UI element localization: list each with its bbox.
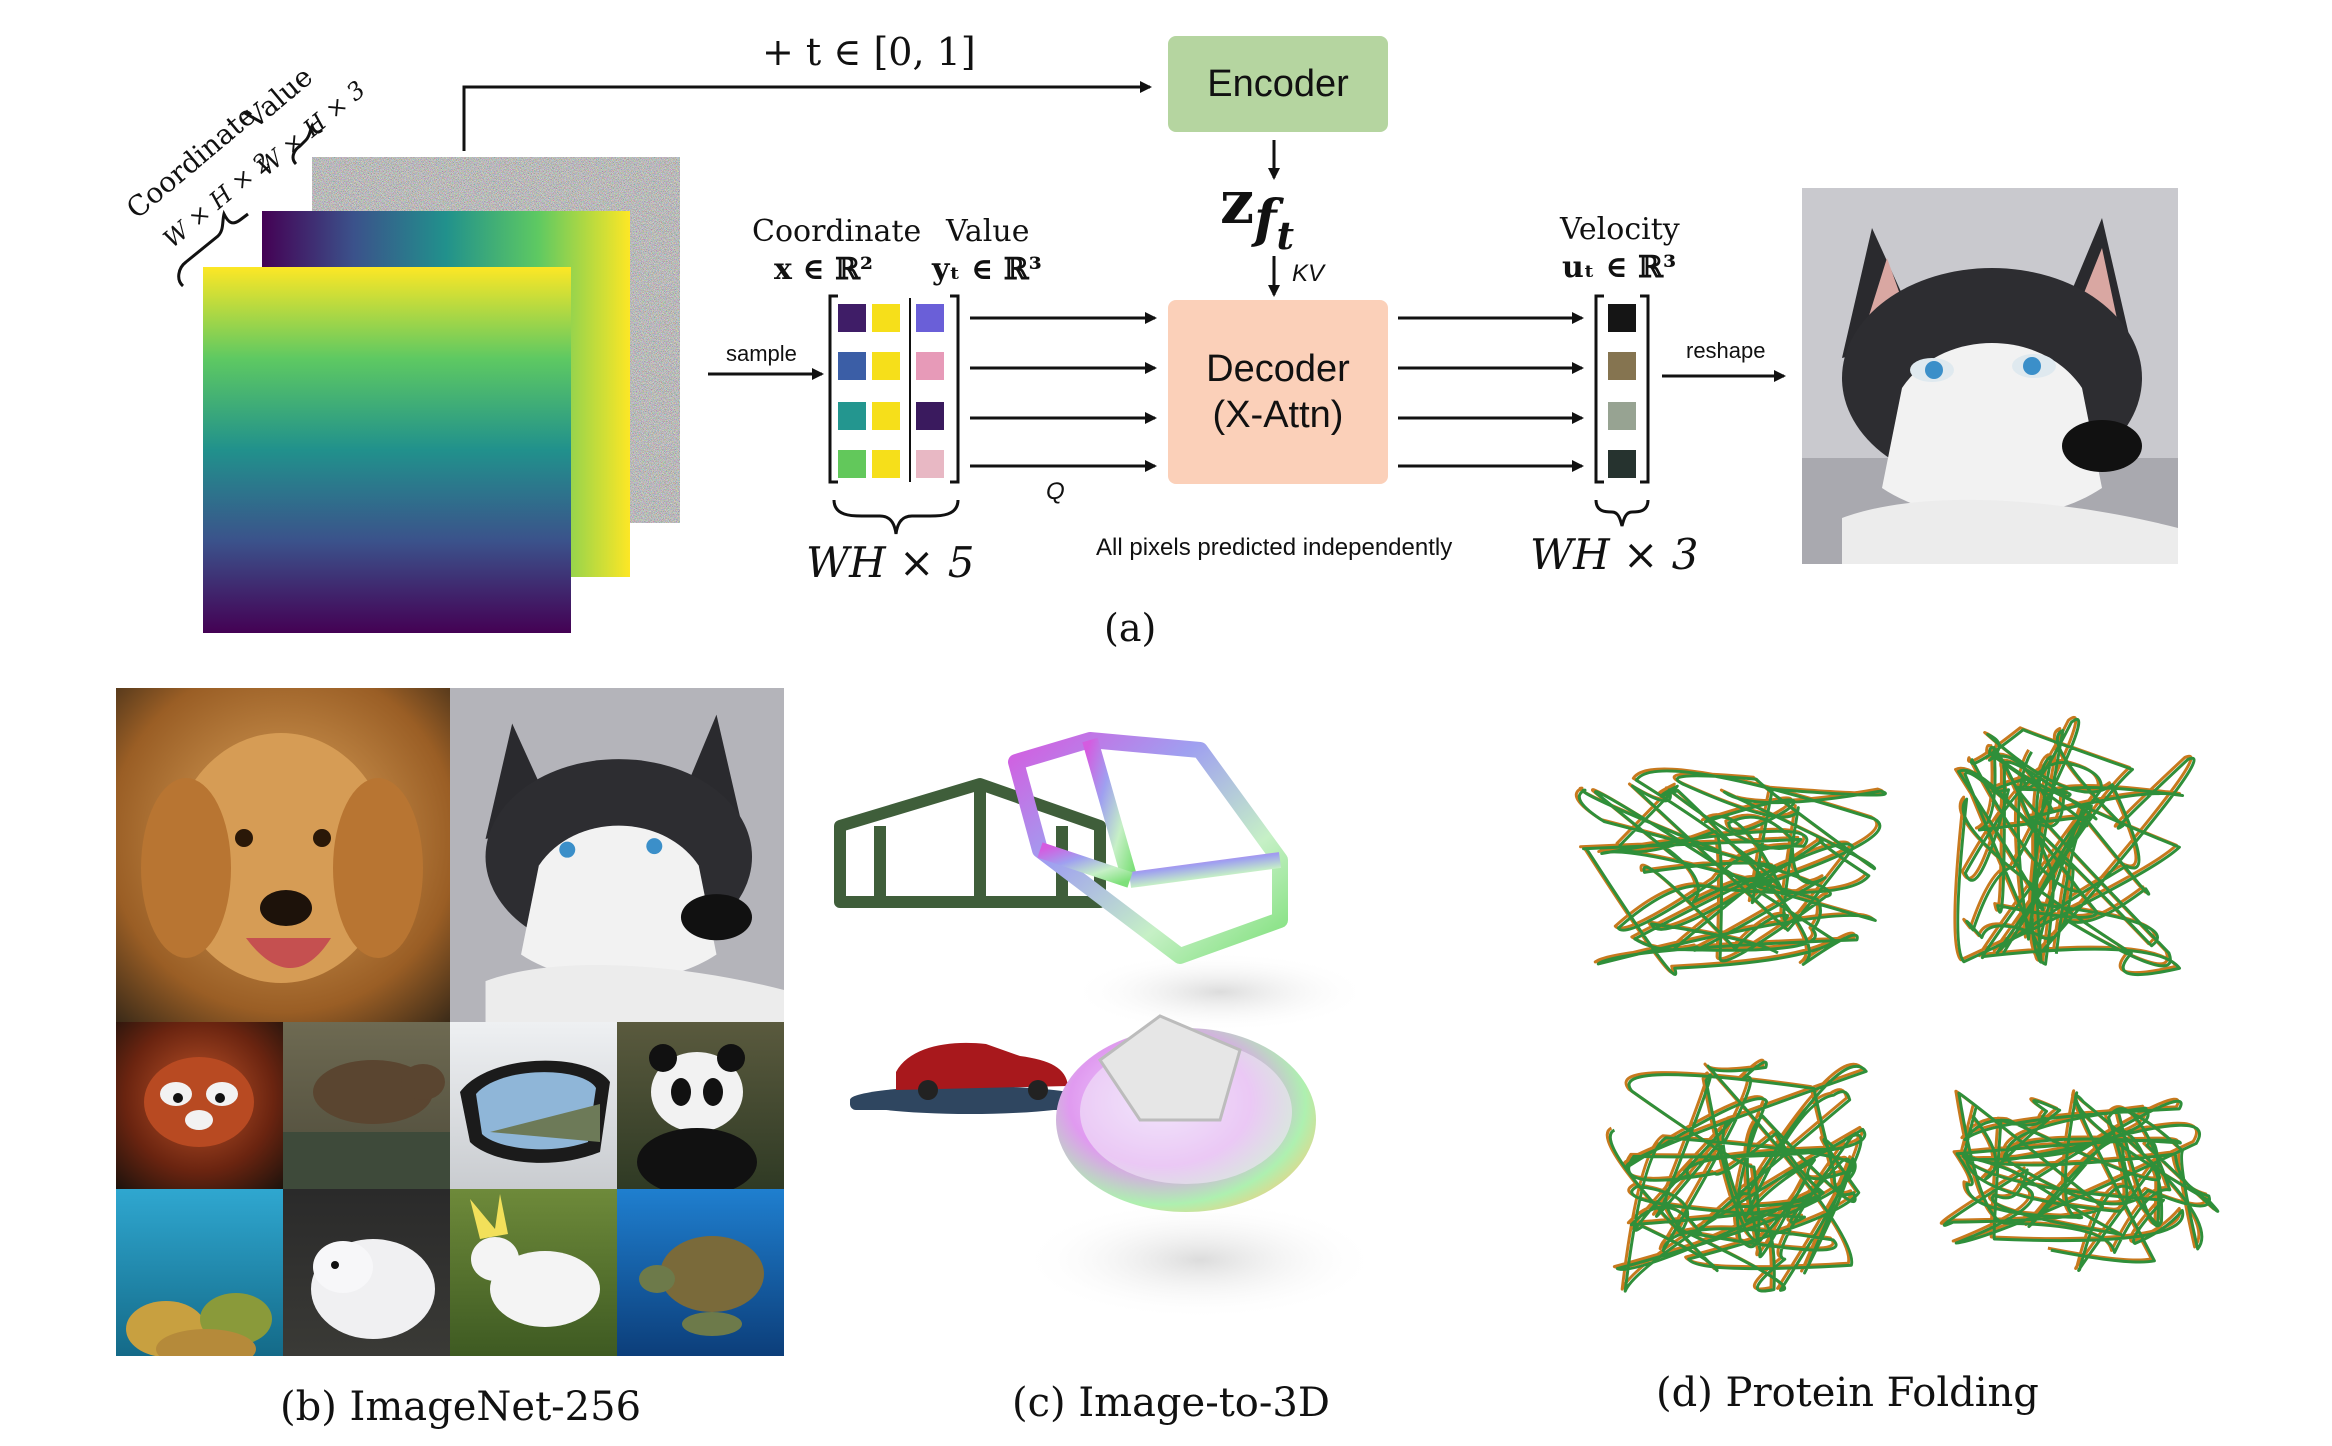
coral-illustration (126, 1293, 272, 1356)
sample-red-panda (116, 1022, 283, 1189)
turtle-illustration (639, 1236, 764, 1336)
sample-husky (450, 688, 784, 1022)
reference-structure-trace (1956, 717, 2196, 976)
car-3d-output (1056, 1014, 1316, 1212)
velocity-token (1608, 402, 1636, 430)
panel-c-caption: (c) Image-to-3D (1012, 1380, 1330, 1426)
protein-structures (1574, 715, 2220, 1293)
coord-token-b (872, 402, 900, 430)
stack-value-brace (291, 122, 324, 166)
value-token (916, 402, 944, 430)
image-to-3d-illustrations (834, 732, 1380, 1320)
coord-token-b (872, 304, 900, 332)
frame-input-image (834, 778, 1106, 908)
imagenet-grid (116, 688, 784, 1356)
sample-arctic-fox (283, 1189, 450, 1356)
input-brace (832, 499, 960, 535)
red-panda-illustration (144, 1057, 254, 1147)
output-brace (1594, 499, 1650, 527)
decoder-label-2: (X-Attn) (1212, 394, 1344, 436)
husky-illustration (1802, 188, 2178, 564)
panel-a-caption: (a) (1104, 606, 1157, 650)
otter-illustration (283, 1060, 450, 1189)
reference-structure-trace (1942, 1091, 2220, 1272)
velocity-token (1608, 450, 1636, 478)
sample-car-mirror (450, 1022, 617, 1189)
value-token (916, 450, 944, 478)
coord-token-b (872, 352, 900, 380)
output-husky-image (1802, 188, 2178, 564)
velocity-math: uₜ ∈ ℝ³ (1562, 250, 1677, 285)
kv-label: KV (1292, 260, 1325, 287)
sample-sea-turtle (617, 1189, 784, 1356)
independent-note: All pixels predicted independently (1096, 534, 1453, 561)
panel-c-caption-prefix: (c) (1012, 1380, 1066, 1426)
value-header: Value (946, 214, 1030, 249)
coord-token-a (838, 402, 866, 430)
panel-d-caption-prefix: (d) (1656, 1370, 1713, 1416)
sample-coral-reef (116, 1189, 283, 1356)
car-input-image (850, 1042, 1090, 1114)
panel-b-caption-prefix: (b) (280, 1384, 337, 1430)
retriever-illustration (141, 733, 423, 983)
latent-t: t (1276, 213, 1295, 258)
input-dim-label: WH × 5 (806, 538, 975, 587)
sample-panda (617, 1022, 784, 1189)
coord-token-a (838, 352, 866, 380)
sample-label: sample (726, 341, 797, 366)
cockatoo-illustration (470, 1194, 600, 1327)
fox-illustration (311, 1239, 435, 1339)
coord-token-a (838, 450, 866, 478)
coord-math: x ∈ ℝ² (774, 252, 874, 287)
sample-golden-retriever (116, 688, 450, 1022)
top-arrow (462, 81, 1152, 151)
coord-header: Coordinate (752, 214, 922, 249)
sample-cockatoo (450, 1189, 617, 1356)
husky-sample-illustration (450, 688, 784, 1022)
panel-d-caption: (d) Protein Folding (1656, 1370, 2039, 1416)
decoder-label-1: Decoder (1206, 348, 1350, 390)
velocity-header: Velocity (1560, 212, 1680, 247)
top-arrow-label: + t ∈ [0, 1] (762, 30, 976, 74)
panel-d-caption-text: Protein Folding (1725, 1370, 2039, 1416)
reference-structure-trace (1577, 769, 1887, 976)
sample-otter (283, 1022, 450, 1189)
mirror-illustration (460, 1060, 610, 1163)
coord-token-b (872, 450, 900, 478)
output-dim-label: WH × 3 (1530, 530, 1699, 579)
coordinate-grid-x (203, 267, 571, 633)
latent-z: z (1220, 168, 1255, 238)
panel-c-caption-text: Image-to-3D (1078, 1380, 1330, 1426)
encoder-box: Encoder (1168, 36, 1388, 132)
velocity-token (1608, 352, 1636, 380)
value-token (916, 352, 944, 380)
value-math: yₜ ∈ ℝ³ (932, 252, 1042, 287)
panel-b-caption-text: ImageNet-256 (349, 1384, 642, 1430)
panel-a-arrows (177, 81, 1786, 535)
coord-token-a (838, 304, 866, 332)
latent-f: f (1254, 189, 1277, 250)
latent-symbol: zft (1220, 168, 1294, 258)
decoder-box: Decoder (X-Attn) (1168, 300, 1388, 484)
value-token (916, 304, 944, 332)
velocity-token (1608, 304, 1636, 332)
frame-3d-output (1008, 732, 1288, 964)
panda-illustration (637, 1044, 757, 1189)
reshape-label: reshape (1686, 338, 1766, 363)
q-label: Q (1046, 478, 1065, 505)
reference-structure-trace (1608, 1060, 1868, 1293)
stack-coordinate-brace (177, 209, 249, 288)
panel-b-caption: (b) ImageNet-256 (280, 1384, 641, 1430)
encoder-label: Encoder (1207, 62, 1349, 105)
